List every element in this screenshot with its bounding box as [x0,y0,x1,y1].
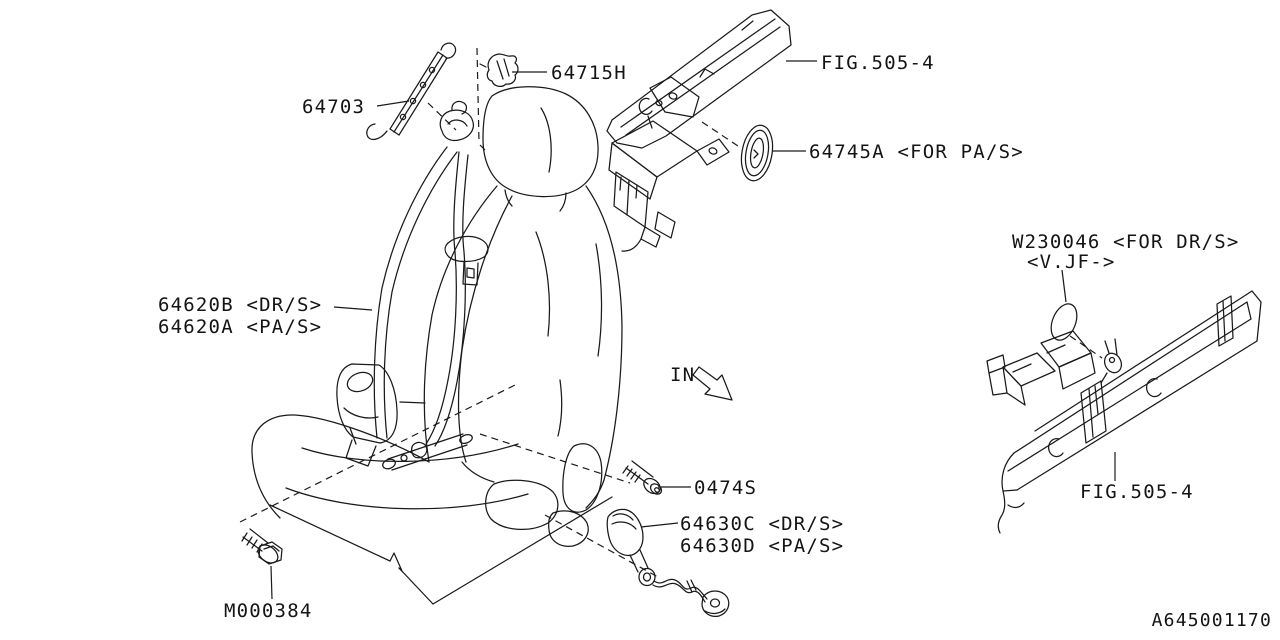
bolt-m000384 [241,528,283,565]
diagram-number: A645001170 [1152,610,1272,631]
height-adjuster-64703 [366,42,457,141]
seat-cushion [251,414,430,519]
headrest [482,86,599,198]
label-64703: 64703 [302,96,365,118]
label-w230046-line2: <V.JF-> [1027,251,1115,273]
label-64620b: 64620B <DR/S> [158,294,322,316]
label-w230046-line1: W230046 <FOR DR/S> [1012,231,1240,253]
label-m000384: M000384 [224,600,312,622]
seat-back [423,185,498,463]
label-0474s: 0474S [694,477,757,499]
lap-pretensioner-rod [382,433,473,471]
in-direction-arrow [692,366,733,401]
assembly-axis-lines [239,47,1103,578]
leader-lines [270,60,1116,600]
labels: 64703 64715H FIG.505-4 64745A <FOR PA/S>… [158,52,1272,631]
tongue-plate [444,235,489,286]
sill-panel-bottom [986,290,1262,534]
side-bolster [562,443,603,513]
buckle-64630 [606,508,730,618]
retractor [336,363,398,467]
label-64630c: 64630C <DR/S> [680,513,844,535]
label-in-marker: IN [670,364,695,386]
grommet-64745a [740,124,774,182]
sill-clip [1100,338,1123,384]
plug-w230046 [1050,303,1078,341]
screw-0474s [622,460,663,495]
label-fig-505-4-bottom: FIG.505-4 [1080,481,1194,503]
anchor-plate [701,590,730,618]
label-64745a: 64745A <FOR PA/S> [809,141,1024,163]
pillar-panel-top [606,9,792,252]
label-fig-505-4-top: FIG.505-4 [821,52,935,74]
label-64620a: 64620A <PA/S> [158,316,322,338]
seat-belt-64620 [336,100,489,471]
anchor-bracket [608,76,730,252]
belt-guide [439,100,475,142]
clip-64715h [479,53,519,88]
label-64715h: 64715H [551,62,627,84]
label-64630d: 64630D <PA/S> [680,535,844,557]
sill-buckle-mechanism [986,330,1096,406]
